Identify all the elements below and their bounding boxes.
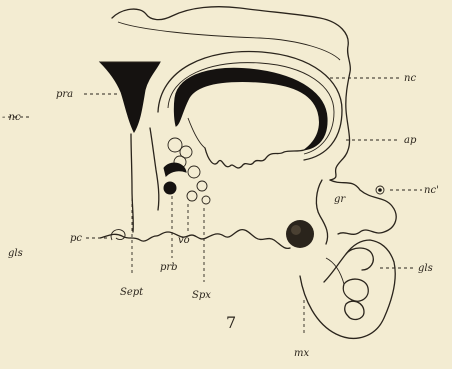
wavy-margin (205, 148, 304, 168)
nucleus-6 (187, 191, 197, 201)
pra-wedge (100, 62, 160, 132)
label-sept: Sept (120, 287, 144, 298)
nucleus-5 (197, 181, 207, 191)
gland-lobule-3 (345, 301, 364, 319)
label-nc-prime: nc' (424, 185, 439, 196)
septum-outline-right (150, 128, 159, 210)
mx-sphere (286, 220, 314, 248)
dorsal-inner-line (118, 22, 340, 60)
nucleus-1 (168, 138, 182, 152)
gland-outline (300, 240, 395, 338)
crescent-inner-floor (188, 118, 205, 148)
label-gls-right: gls (418, 263, 433, 274)
ventral-contour (100, 230, 290, 249)
label-nc-right: nc (404, 73, 416, 84)
nucleus-4 (188, 166, 200, 178)
nc-prime-node-center (379, 189, 382, 192)
label-gr: gr (334, 194, 346, 205)
gland-lobule-2 (343, 279, 368, 301)
label-gls-left: gls (8, 248, 23, 259)
label-spx: Spx (192, 290, 211, 301)
label-ap: ap (404, 135, 417, 146)
label-mx: mx (294, 348, 309, 359)
label-prb: prb (160, 262, 178, 273)
figure-number: 7 (226, 313, 236, 332)
mx-sphere-highlight (291, 225, 301, 235)
gland-duct (326, 258, 344, 284)
label-vo: vo (178, 235, 190, 246)
label-pra: pra (56, 89, 73, 100)
vo-crescent (164, 163, 186, 176)
label-nc-left: - nc (2, 112, 21, 123)
label-pc: pc (70, 233, 82, 244)
gr-lobe (316, 180, 327, 244)
nucleus-7 (202, 196, 210, 204)
ap-lobe (330, 180, 396, 234)
gland-lobule-1 (346, 248, 373, 270)
nucleus-solid (164, 182, 176, 194)
